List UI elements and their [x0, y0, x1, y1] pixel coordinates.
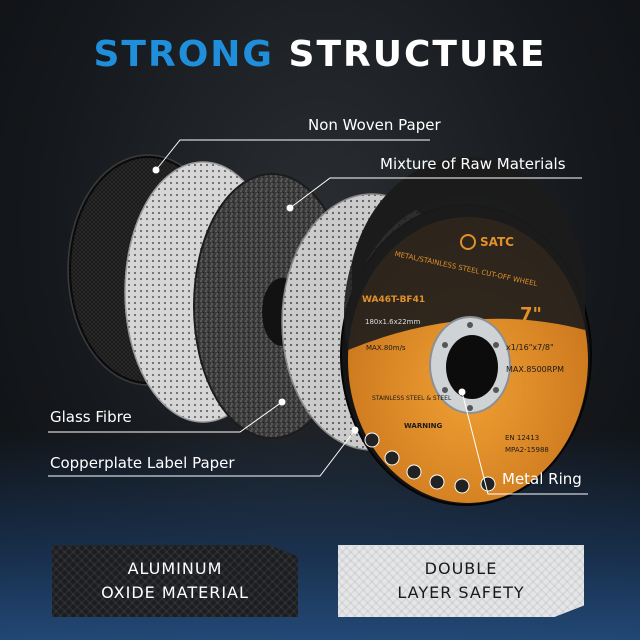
badge-right-line2: LAYER SAFETY [397, 583, 525, 602]
wheel-dimensions: 180x1.6x22mm [365, 318, 421, 326]
wheel-brand: SATC [480, 235, 514, 249]
wheel-cert: MPA2-15988 [505, 446, 549, 454]
wheel-rpm: MAX.8500RPM [506, 365, 564, 374]
badge-double-layer-safety: DOUBLE LAYER SAFETY [338, 545, 584, 617]
badge-left-line2: OXIDE MATERIAL [101, 583, 249, 602]
wheel-size: 7" [520, 304, 542, 325]
badge-left-line1: ALUMINUM [127, 559, 223, 578]
wheel-model: WA46T-BF41 [362, 295, 425, 305]
badge-right-line1: DOUBLE [424, 559, 498, 578]
wheel-use: STAINLESS STEEL & STEEL [372, 395, 452, 402]
wheel-arbor: x1/16"x7/8" [506, 343, 554, 352]
wheel-speed: MAX.80m/s [366, 344, 406, 352]
title-structure: STRUCTURE [288, 34, 547, 75]
title-strong: STRONG [93, 34, 274, 75]
label-non-woven-paper: Non Woven Paper [308, 116, 441, 134]
badge-aluminum-oxide: ALUMINUM OXIDE MATERIAL [52, 545, 298, 617]
label-metal-ring: Metal Ring [502, 470, 582, 488]
wheel-standard: EN 12413 [505, 434, 539, 442]
label-copperplate-paper: Copperplate Label Paper [50, 454, 235, 472]
leader-lines [48, 139, 588, 495]
label-glass-fibre: Glass Fibre [50, 408, 132, 426]
page-title: STRONG STRUCTURE [0, 34, 640, 75]
brand-logo-icon [460, 234, 476, 250]
label-raw-materials: Mixture of Raw Materials [380, 155, 566, 173]
wheel-warning: WARNING [404, 422, 443, 430]
finished-cutting-wheel: SATC METAL/STAINLESS STEEL CUT-OFF WHEEL… [340, 157, 592, 506]
